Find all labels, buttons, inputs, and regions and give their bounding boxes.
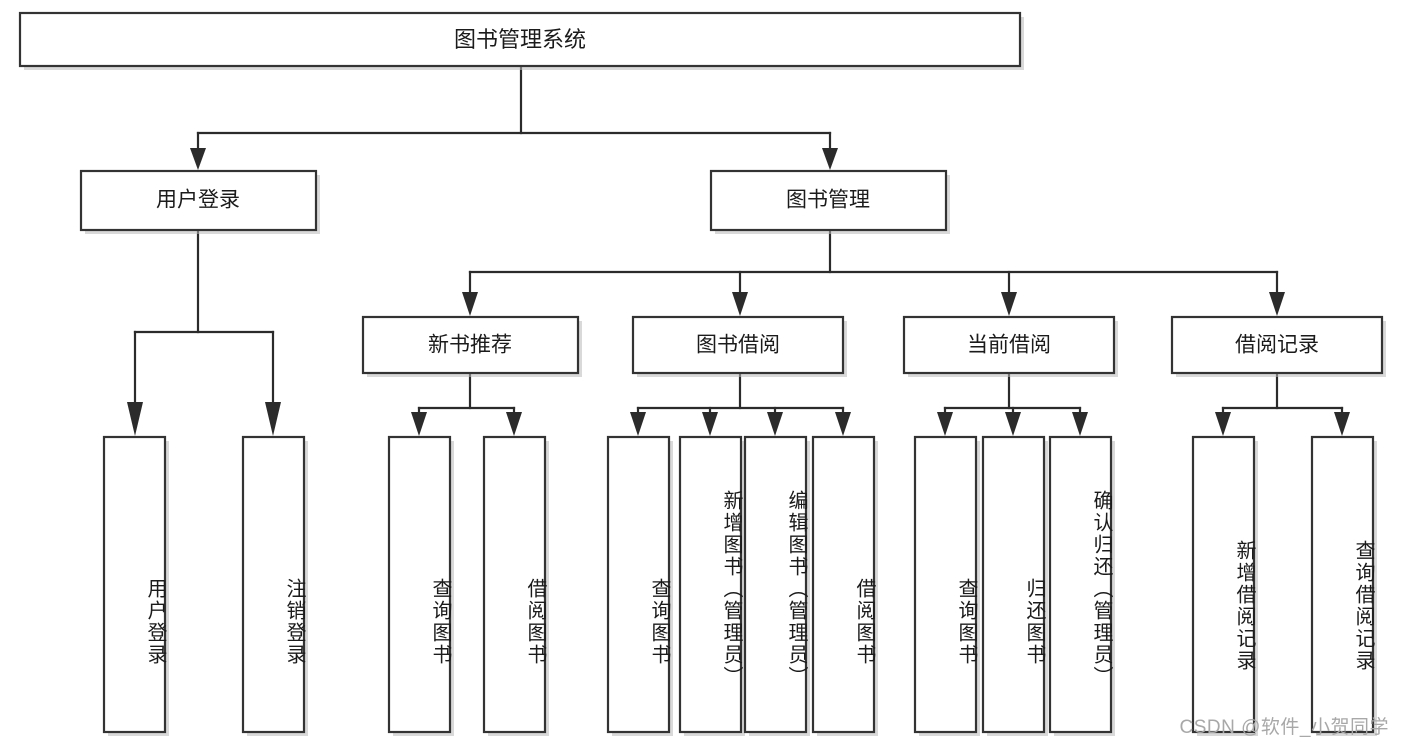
leaf-br-add-rect bbox=[1191, 435, 1256, 734]
arrow-leaf-logout bbox=[265, 402, 281, 436]
leaf-cb-confirm-rect bbox=[1048, 435, 1113, 734]
connectors-book-borrow-to-leaves bbox=[630, 373, 851, 436]
arrow-book-mgmt bbox=[822, 148, 838, 170]
connectors-book-mgmt-to-level3 bbox=[462, 230, 1285, 316]
arrow-borrow-record bbox=[1269, 292, 1285, 316]
csdn-watermark: CSDN @软件_小贺同学 bbox=[1179, 717, 1389, 738]
current-borrow-rect bbox=[902, 315, 1116, 375]
user-login-label: 用户登录 bbox=[156, 189, 240, 212]
user-login-rect bbox=[79, 169, 318, 232]
connectors-root-to-level2 bbox=[190, 66, 838, 170]
arrow-leaf-br-add bbox=[1215, 412, 1231, 436]
leaf-node-bb-borrow-book[interactable] bbox=[811, 435, 878, 736]
arrow-leaf-bb-query bbox=[630, 412, 646, 436]
book-borrow-label: 图书借阅 bbox=[696, 334, 780, 357]
node-current-borrow[interactable]: 当前借阅 bbox=[902, 315, 1118, 377]
leaf-node-cb-return-book[interactable] bbox=[981, 435, 1048, 736]
node-root-book-management-system[interactable]: 图书管理系统 bbox=[18, 11, 1024, 70]
node-book-borrow[interactable]: 图书借阅 bbox=[631, 315, 847, 377]
leaf-node-cb-confirm-return[interactable] bbox=[1048, 435, 1115, 736]
node-new-book-recommend[interactable]: 新书推荐 bbox=[361, 315, 582, 377]
arrow-leaf-bb-edit bbox=[767, 412, 783, 436]
leaf-node-bb-add-book[interactable] bbox=[678, 435, 745, 736]
borrow-record-rect bbox=[1170, 315, 1384, 375]
arrow-leaf-bb-add bbox=[702, 412, 718, 436]
root-label: 图书管理系统 bbox=[454, 27, 586, 52]
leaf-bb-borrow-rect bbox=[811, 435, 876, 734]
leaf-node-logout[interactable] bbox=[241, 435, 308, 736]
leaf-node-user-login[interactable] bbox=[102, 435, 169, 736]
arrow-leaf-nbr-borrow bbox=[506, 412, 522, 436]
leaf-node-cb-query-book[interactable] bbox=[913, 435, 980, 736]
arrow-leaf-bb-borrow bbox=[835, 412, 851, 436]
leaf-node-br-add-record[interactable] bbox=[1191, 435, 1258, 736]
leaf-nbr-query-rect bbox=[387, 435, 452, 734]
leaf-bb-query-rect bbox=[606, 435, 671, 734]
leaf-br-query-rect bbox=[1310, 435, 1375, 734]
node-user-login[interactable]: 用户登录 bbox=[79, 169, 320, 234]
arrow-user-login bbox=[190, 148, 206, 170]
leaf-logout-rect bbox=[241, 435, 306, 734]
borrow-record-label: 借阅记录 bbox=[1235, 334, 1319, 357]
leaf-user-login-rect bbox=[102, 435, 167, 734]
arrow-leaf-cb-query bbox=[937, 412, 953, 436]
leaf-cb-return-rect bbox=[981, 435, 1046, 734]
leaf-nbr-borrow-rect bbox=[482, 435, 547, 734]
node-book-management[interactable]: 图书管理 bbox=[709, 169, 950, 234]
arrow-leaf-cb-confirm bbox=[1072, 412, 1088, 436]
root-rect bbox=[18, 11, 1022, 68]
leaf-node-br-query-record[interactable] bbox=[1310, 435, 1377, 736]
current-borrow-label: 当前借阅 bbox=[967, 334, 1051, 357]
connectors-borrow-record-to-leaves bbox=[1215, 373, 1350, 436]
arrow-leaf-user-login bbox=[127, 402, 143, 436]
leaf-node-nbr-query-book[interactable] bbox=[387, 435, 454, 736]
connectors-current-borrow-to-leaves bbox=[937, 373, 1088, 436]
leaf-node-bb-edit-book[interactable] bbox=[743, 435, 810, 736]
arrow-current-borrow bbox=[1001, 292, 1017, 316]
leaf-bb-edit-rect bbox=[743, 435, 808, 734]
new-book-recommend-label: 新书推荐 bbox=[428, 334, 512, 357]
arrow-leaf-cb-return bbox=[1005, 412, 1021, 436]
arrow-new-book-recommend bbox=[462, 292, 478, 316]
arrow-book-borrow bbox=[732, 292, 748, 316]
book-borrow-rect bbox=[631, 315, 845, 375]
arrow-leaf-br-query bbox=[1334, 412, 1350, 436]
new-book-recommend-rect bbox=[361, 315, 580, 375]
leaf-node-nbr-borrow-book[interactable] bbox=[482, 435, 549, 736]
book-management-label: 图书管理 bbox=[786, 189, 870, 212]
arrow-leaf-nbr-query bbox=[411, 412, 427, 436]
node-borrow-record[interactable]: 借阅记录 bbox=[1170, 315, 1386, 377]
connectors-new-book-recommend-to-leaves bbox=[411, 373, 522, 436]
leaf-node-bb-query-book[interactable] bbox=[606, 435, 673, 736]
leaf-cb-query-rect bbox=[913, 435, 978, 734]
leaf-bb-add-rect bbox=[678, 435, 743, 734]
book-management-rect bbox=[709, 169, 948, 232]
connectors-user-login-to-leaves bbox=[127, 230, 281, 436]
